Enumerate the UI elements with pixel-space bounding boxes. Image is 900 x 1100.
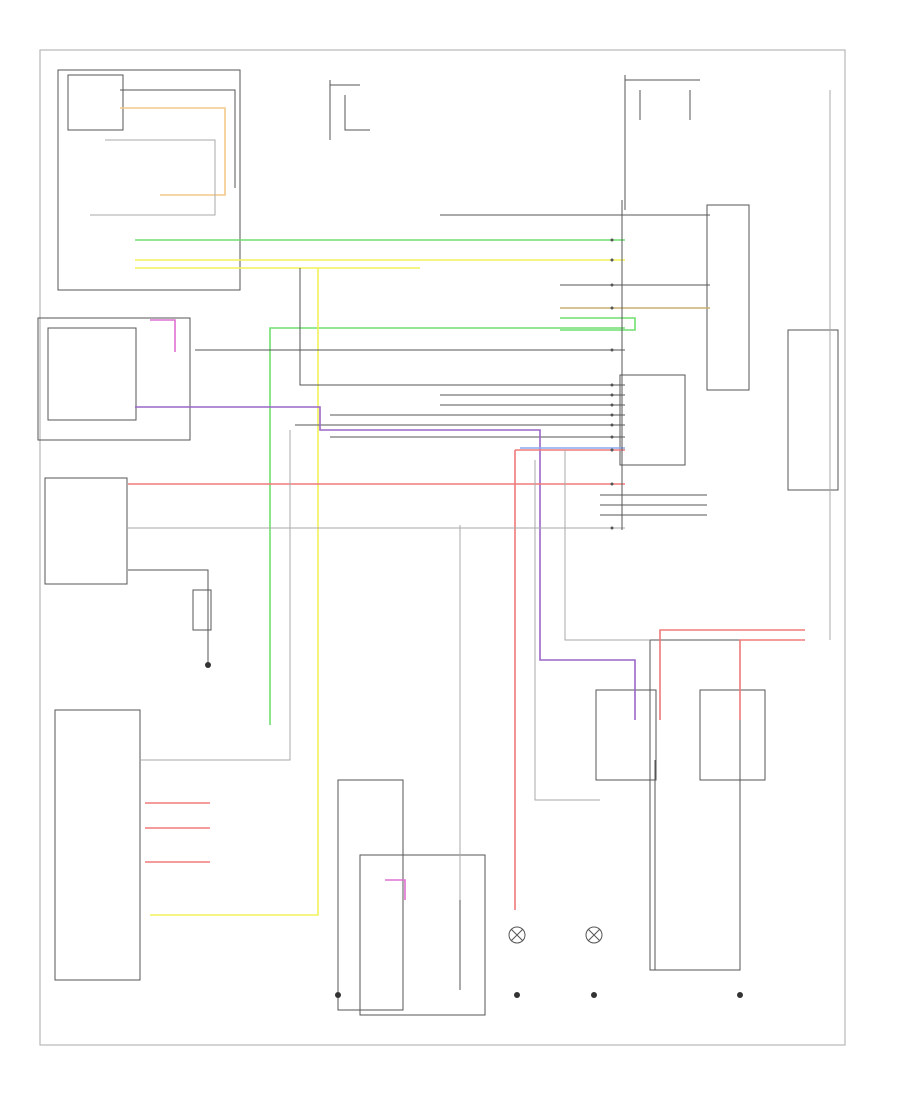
lamp-symbol — [508, 926, 526, 944]
wire-yellow-down — [150, 268, 319, 916]
diode-connector — [192, 589, 212, 631]
cruise-control-module — [44, 477, 128, 585]
wire-green-loop — [560, 317, 636, 331]
rear-lamp-module — [337, 779, 486, 1016]
ground-symbol — [737, 992, 743, 998]
wire-gray-lower — [534, 460, 600, 801]
wire-rear-pink — [385, 879, 406, 900]
lamp-symbol — [585, 926, 603, 944]
wire-red-right — [659, 629, 805, 720]
ground-symbol — [335, 992, 341, 998]
wire-purple — [135, 406, 636, 720]
wire-green-lower — [269, 327, 625, 725]
ground-symbol — [591, 992, 597, 998]
wire-brake-gray — [140, 430, 291, 761]
junction-connector — [619, 374, 686, 466]
wire-license — [128, 569, 209, 665]
connector-pins — [610, 238, 614, 530]
wire-gray-right-2 — [564, 450, 650, 641]
fuse-block-left — [329, 80, 370, 140]
combination-switch — [57, 69, 241, 291]
ground-symbol — [205, 662, 211, 668]
body-control-module — [706, 204, 750, 391]
wire-black-tail — [654, 760, 741, 971]
right-tail-lamp — [699, 689, 766, 781]
left-tail-lamp — [595, 689, 657, 781]
wire-red-right-2 — [739, 639, 805, 720]
wire-black-3 — [299, 268, 625, 386]
wire-pink-headlamp — [150, 319, 176, 352]
brake-switch-assembly — [54, 709, 141, 981]
diagram-frame — [39, 49, 846, 1046]
wire-gray-combo — [90, 139, 216, 216]
fuse-block-right — [624, 75, 700, 210]
headlamp-switch-panel — [37, 317, 191, 441]
wire-orange — [120, 107, 226, 196]
wire-black-combo — [120, 89, 236, 188]
right-lamp-assembly — [787, 329, 839, 491]
ground-symbol — [514, 992, 520, 998]
